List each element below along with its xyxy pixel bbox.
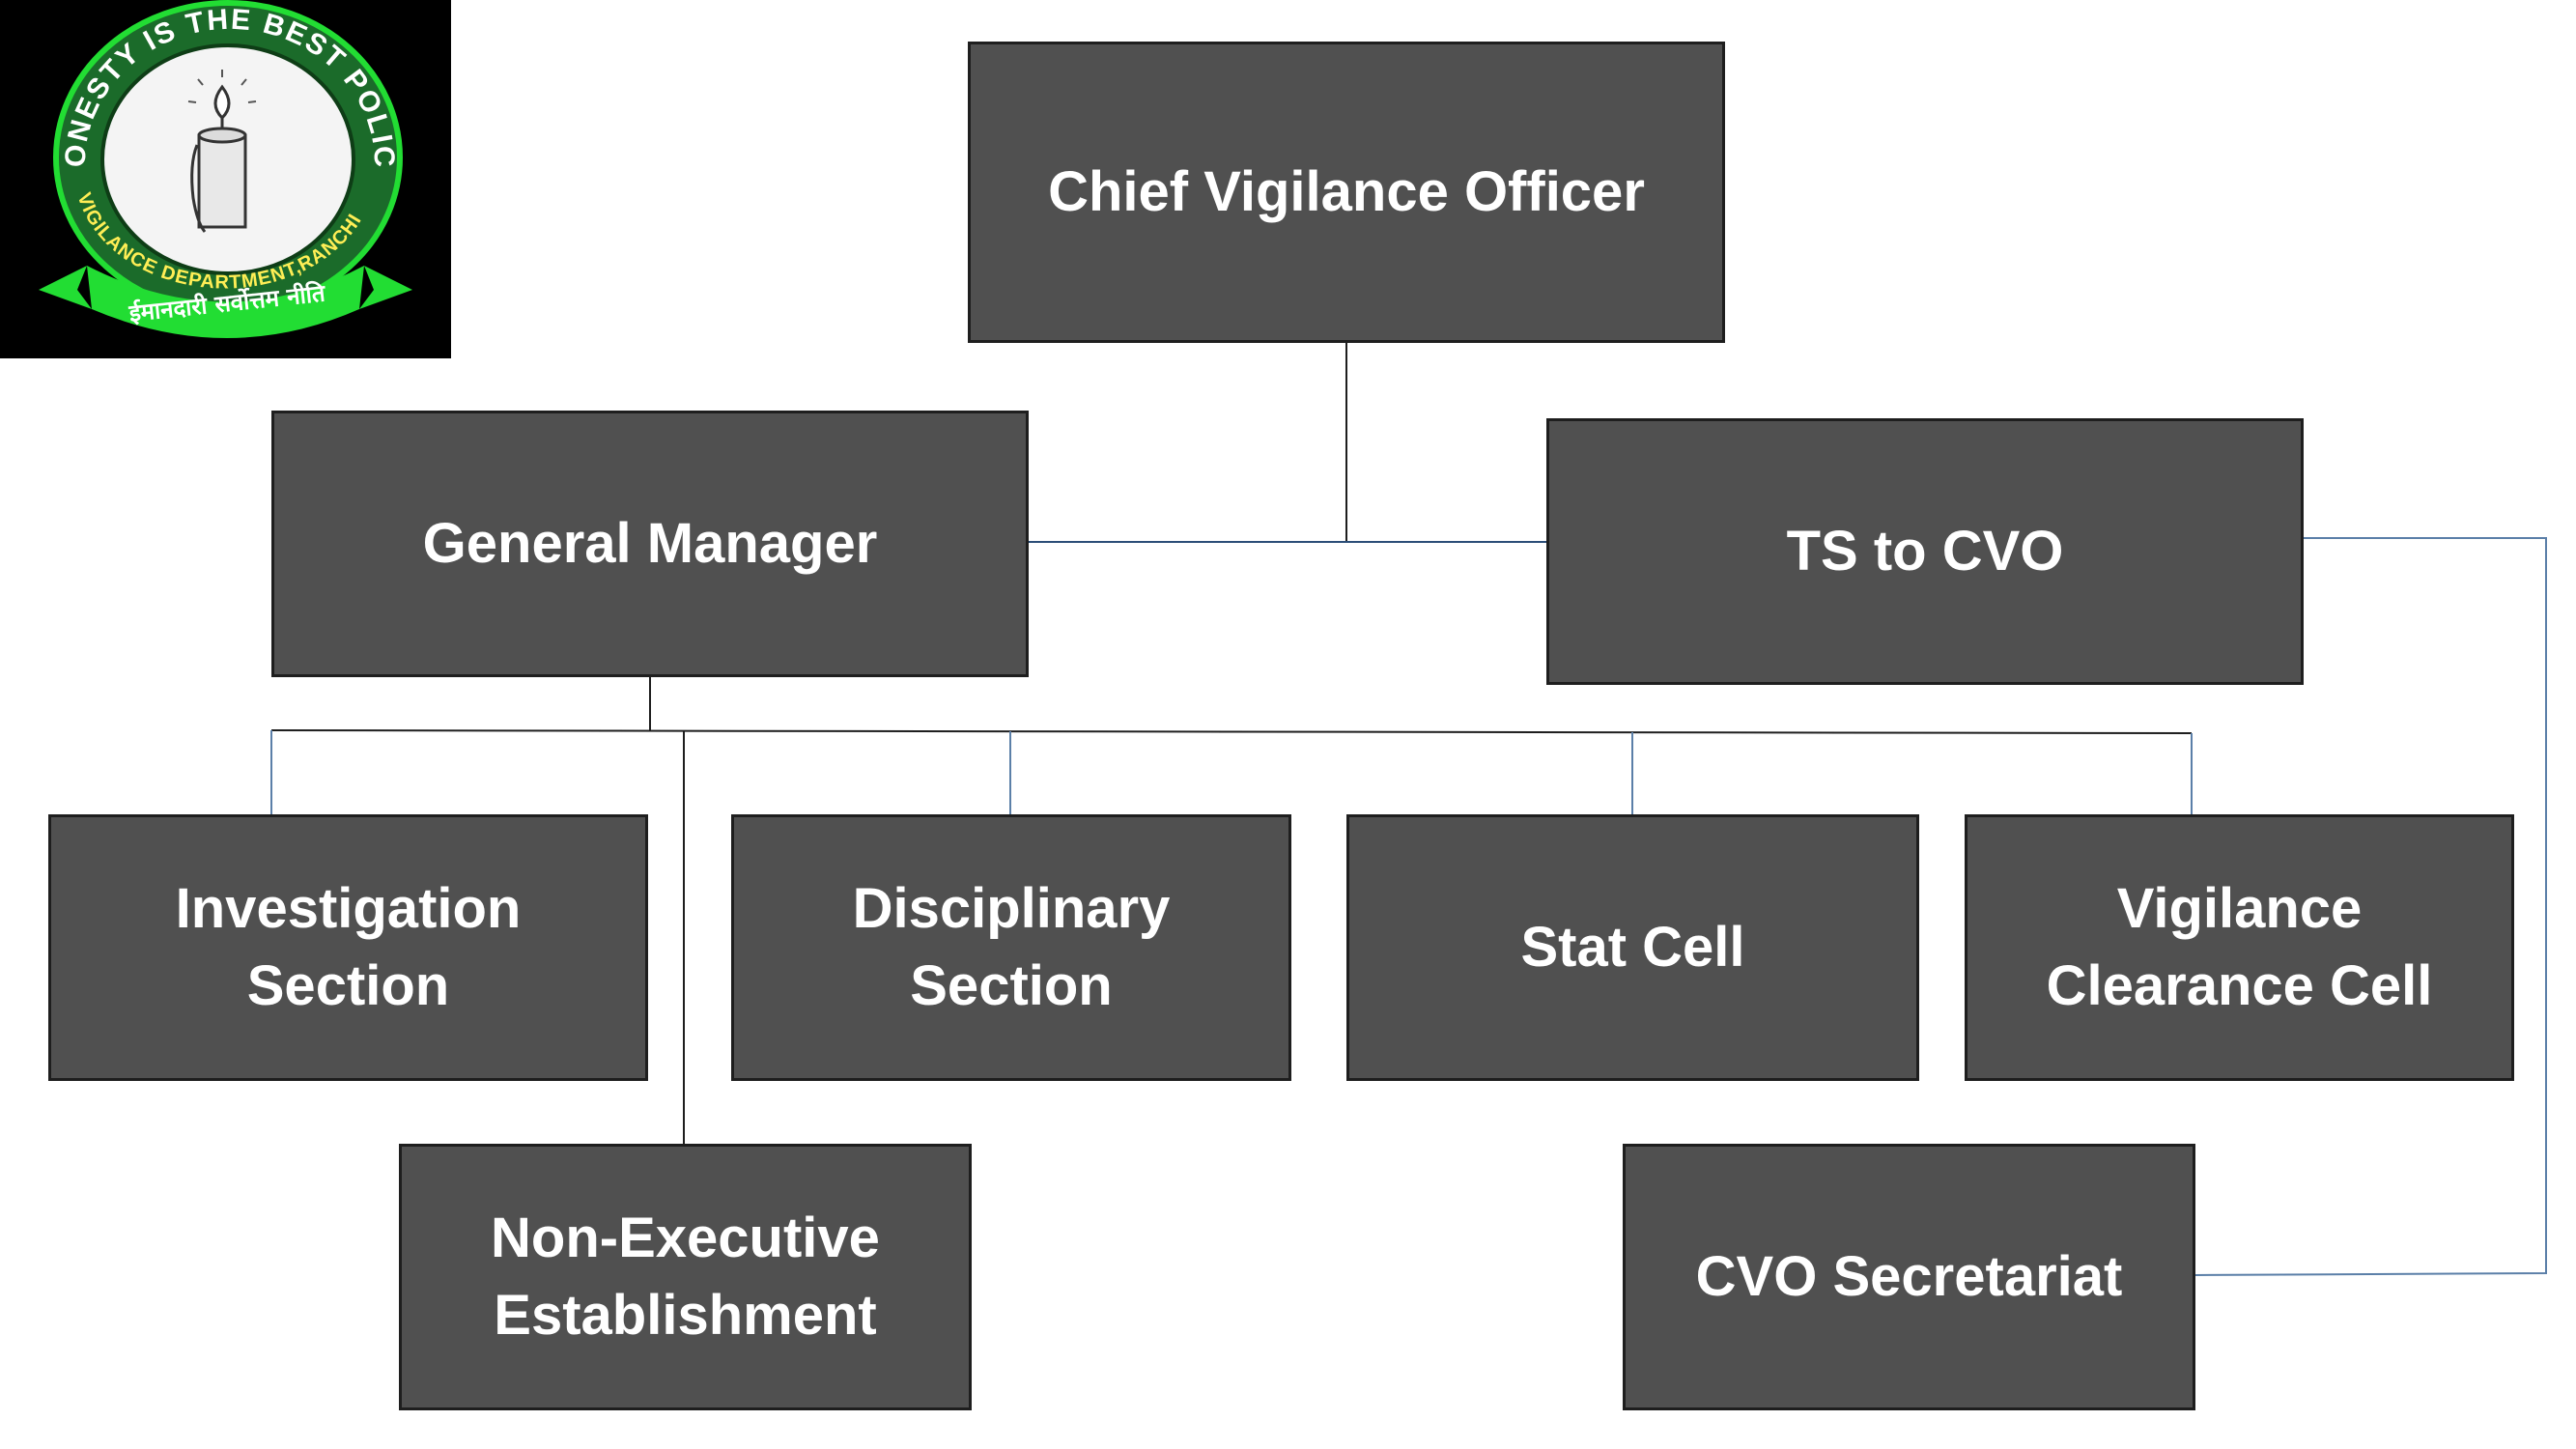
connector-section-bus	[270, 729, 2193, 734]
node-label: Investigation Section	[175, 877, 522, 1017]
node-general-manager: General Manager	[271, 411, 1029, 677]
node-label: General Manager	[422, 512, 878, 575]
node-label: Vigilance Clearance Cell	[2046, 877, 2433, 1017]
node-label: Disciplinary Section	[852, 877, 1171, 1017]
node-ts-to-cvo: TS to CVO	[1546, 418, 2304, 685]
node-label: Stat Cell	[1520, 916, 1745, 979]
node-label: TS to CVO	[1786, 520, 2064, 582]
logo-emblem: HONESTY IS THE BEST POLICY VIGILANCE DEP…	[0, 0, 412, 338]
node-disciplinary-section: Disciplinary Section	[731, 814, 1291, 1081]
node-vigilance-clearance-cell: Vigilance Clearance Cell	[1965, 814, 2514, 1081]
node-stat-cell: Stat Cell	[1346, 814, 1919, 1081]
candle-icon	[187, 70, 257, 233]
node-label: Non-Executive Establishment	[491, 1207, 880, 1347]
node-label: CVO Secretariat	[1695, 1245, 2123, 1308]
logo-ribbon	[39, 266, 412, 338]
node-chief-vigilance-officer: Chief Vigilance Officer	[968, 42, 1725, 343]
node-investigation-section: Investigation Section	[48, 814, 648, 1081]
node-label: Chief Vigilance Officer	[1048, 160, 1645, 223]
node-cvo-secretariat: CVO Secretariat	[1623, 1144, 2195, 1410]
vigilance-department-logo: HONESTY IS THE BEST POLICY VIGILANCE DEP…	[0, 0, 451, 358]
node-non-executive-establishment: Non-Executive Establishment	[399, 1144, 972, 1410]
